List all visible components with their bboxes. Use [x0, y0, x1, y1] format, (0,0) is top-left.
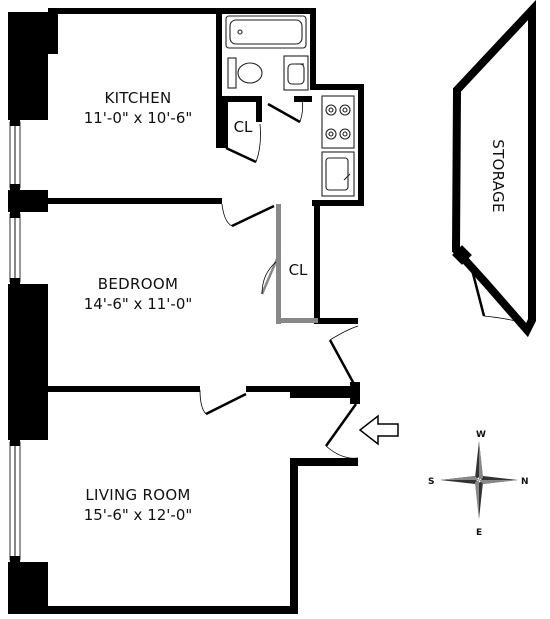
compass-label-e: E — [476, 528, 482, 538]
compass-label-w: W — [476, 430, 486, 440]
bedroom-label: BEDROOM — [98, 275, 178, 293]
storage-label: STORAGE — [489, 139, 507, 213]
compass-label-n: N — [521, 477, 529, 487]
toilet-icon — [227, 57, 263, 89]
kitchen-label: KITCHEN — [104, 89, 171, 107]
kitchen-sink-icon — [321, 151, 355, 197]
living-room-dimensions: 15'-6" x 12'-0" — [84, 506, 193, 524]
kitchen-dimensions: 11'-0" x 10'-6" — [84, 109, 193, 127]
compass-rose-icon — [440, 441, 518, 519]
bedroom-closet-walls — [276, 204, 318, 324]
stove-icon — [321, 95, 355, 149]
bedroom-closet-label: CL — [289, 261, 308, 279]
sink-icon — [283, 55, 309, 91]
windows-left — [9, 120, 21, 562]
doors — [199, 99, 359, 459]
bedroom-dimensions: 14'-6" x 11'-0" — [84, 295, 193, 313]
exterior-wall-left — [8, 12, 58, 614]
entry-arrow-icon — [358, 414, 399, 446]
bathtub-icon — [225, 15, 307, 49]
compass-label-s: S — [428, 477, 434, 487]
living-room-label: LIVING ROOM — [85, 486, 190, 504]
perimeter-walls — [48, 8, 364, 614]
kitchen-closet-label: CL — [234, 118, 253, 136]
storage-outline — [451, 0, 536, 338]
